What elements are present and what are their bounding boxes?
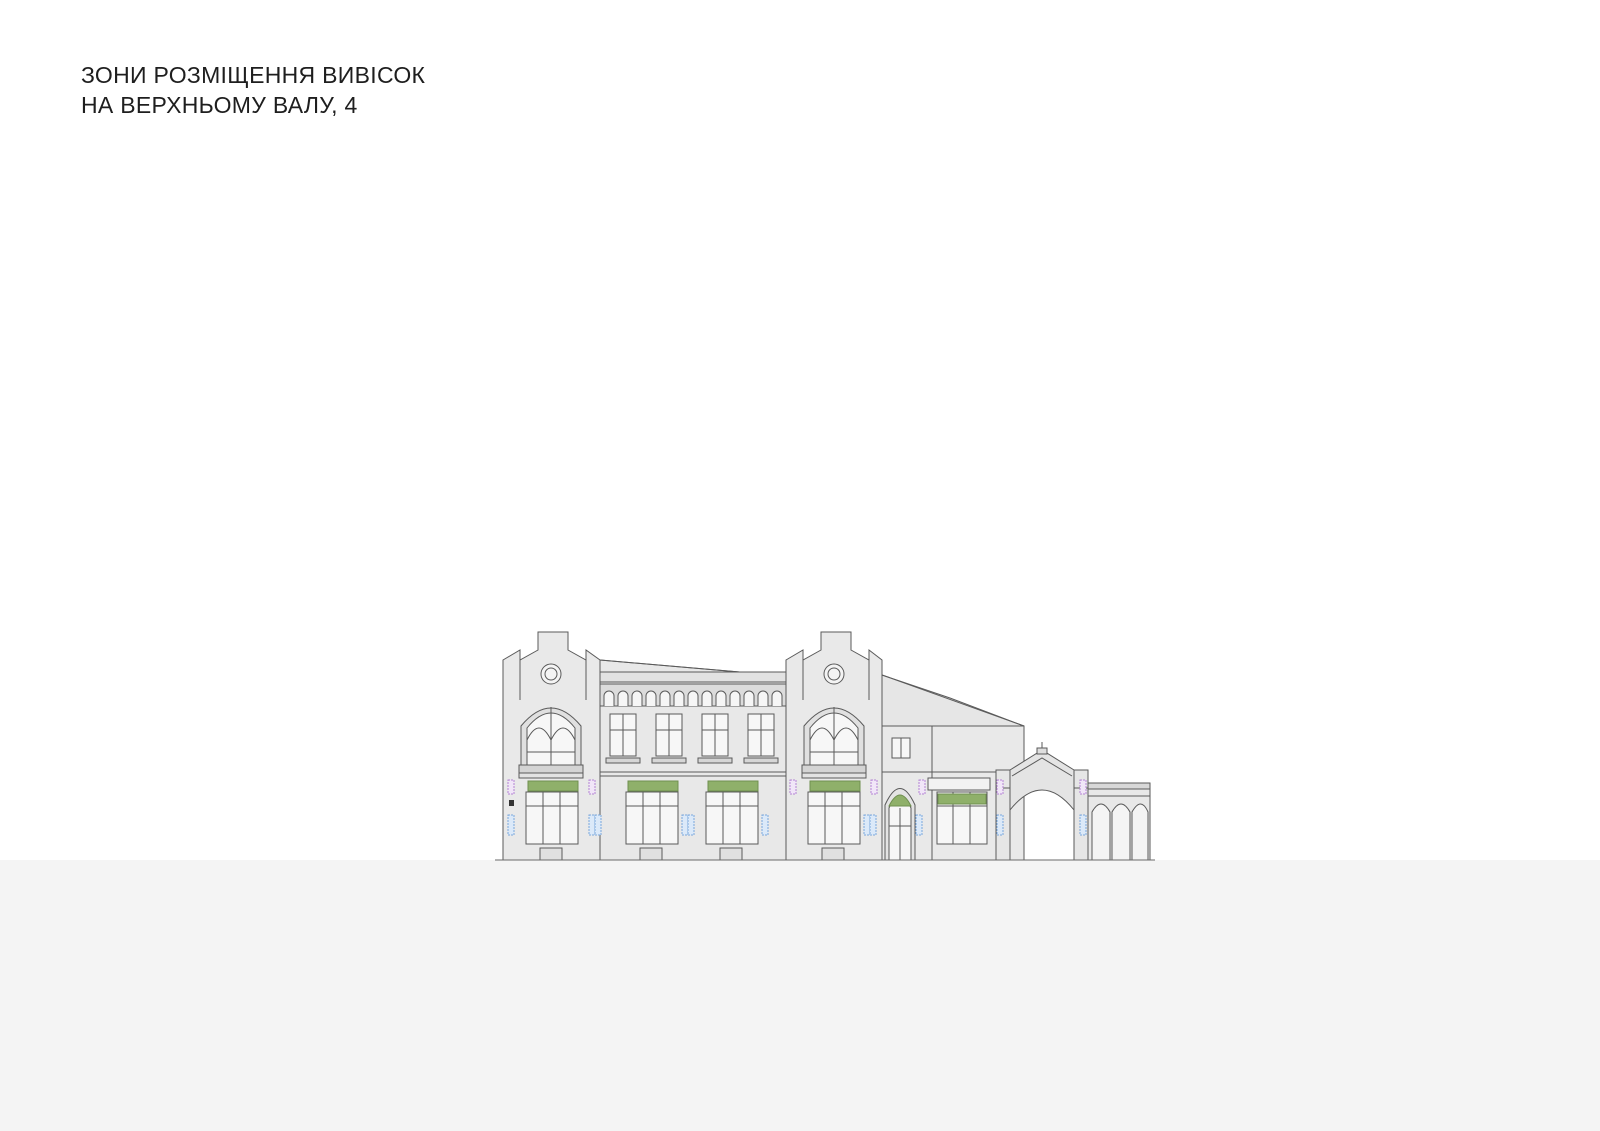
sign-zones-main bbox=[527, 780, 987, 807]
middle-shopfronts bbox=[625, 791, 759, 845]
sign-zone-main-1 bbox=[527, 780, 579, 792]
title-line-2: НА ВЕРХНЬОМУ ВАЛУ, 4 bbox=[81, 92, 358, 118]
ground-band bbox=[0, 860, 1600, 1131]
sign-zone-main-4 bbox=[809, 780, 861, 792]
window-sills bbox=[605, 757, 779, 764]
sign-zones-window bbox=[507, 814, 1087, 836]
sign-zone-portal bbox=[888, 794, 912, 807]
middle-block bbox=[599, 659, 787, 861]
frieze-arches bbox=[603, 690, 783, 706]
left-tower bbox=[502, 631, 601, 861]
page-title: ЗОНИ РОЗМІЩЕННЯ ВИВІСОК НА ВЕРХНЬОМУ ВАЛ… bbox=[81, 60, 425, 120]
right-tower bbox=[785, 631, 883, 861]
upper-windows bbox=[609, 713, 775, 757]
sign-zone-main-5 bbox=[937, 793, 987, 805]
arcade-fence bbox=[1087, 782, 1151, 861]
sign-zone-main-2 bbox=[627, 780, 679, 792]
sign-zones-vertical bbox=[507, 779, 1087, 795]
title-line-1: ЗОНИ РОЗМІЩЕННЯ ВИВІСОК bbox=[81, 62, 426, 88]
sign-zone-main-3 bbox=[707, 780, 759, 792]
